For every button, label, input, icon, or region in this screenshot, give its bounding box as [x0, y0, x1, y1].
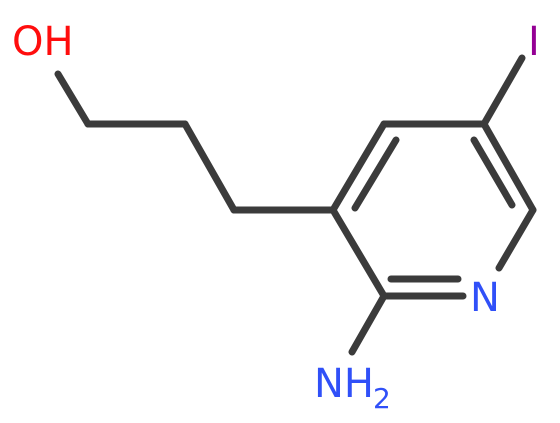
bond-c5-iodine: [480, 54, 526, 128]
bond-o-c1: [54, 70, 92, 128]
bond-c2-c3: [181, 120, 238, 214]
amine-label: NH: [314, 361, 374, 407]
ring-bond-c2-c3: [329, 206, 388, 300]
ring-double-bond-c5-c6: [470, 136, 516, 209]
ring-nitrogen-label: N: [470, 275, 500, 321]
ring-bond-c3-c4: [329, 120, 388, 214]
amine-subscript: 2: [373, 382, 391, 415]
ring-bond-c6-n1: [495, 206, 537, 272]
ring-bond-c5-c6: [480, 120, 537, 214]
ring-double-bond-c3-c4: [351, 136, 400, 212]
hydroxyl-label: OH: [12, 19, 74, 65]
bond-c2-amine: [348, 292, 388, 356]
iodine-label: I: [528, 19, 540, 65]
